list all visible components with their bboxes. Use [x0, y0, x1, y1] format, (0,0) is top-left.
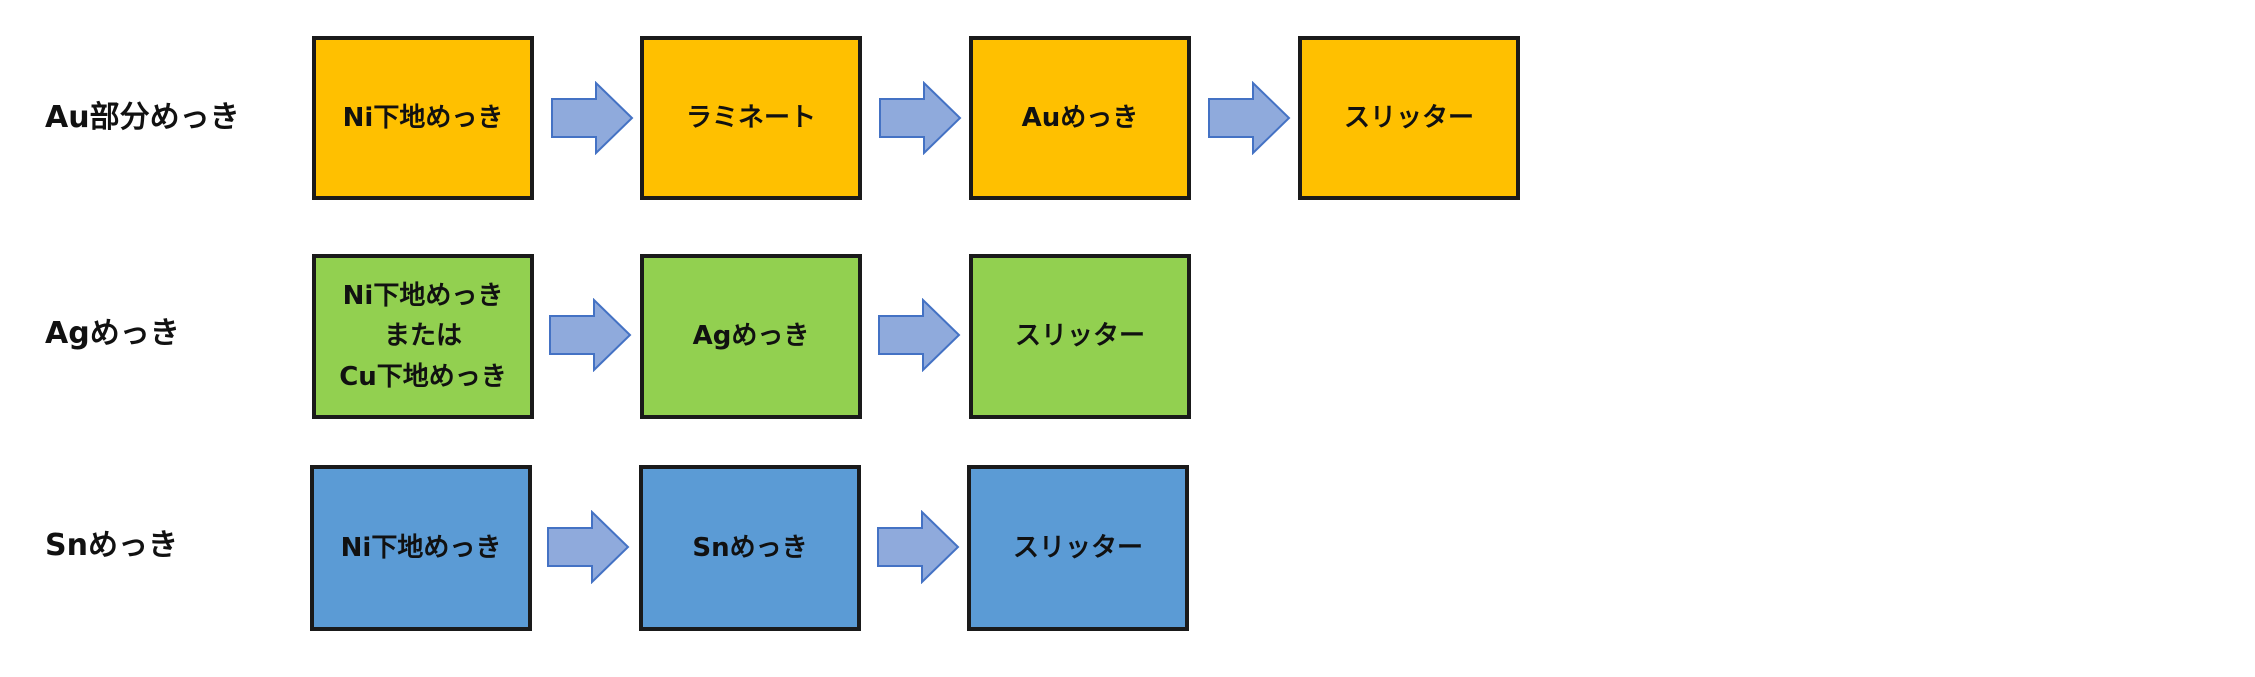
row-label-ag: Agめっき — [45, 316, 180, 351]
step-text: スリッター — [1014, 321, 1145, 352]
step-box: スリッター — [967, 465, 1189, 631]
step-box: スリッター — [969, 254, 1191, 419]
step-box: Ni下地めっき または Cu下地めっき — [312, 254, 534, 419]
step-box: Ni下地めっき — [310, 465, 532, 631]
step-text: Agめっき — [692, 321, 810, 352]
right-arrow-icon — [548, 298, 632, 372]
step-box: Agめっき — [640, 254, 862, 419]
step-text: Ni下地めっき — [340, 532, 502, 563]
right-arrow-icon — [550, 81, 634, 155]
right-arrow-icon — [1207, 81, 1291, 155]
step-box: Auめっき — [969, 36, 1191, 200]
step-text: または — [383, 321, 462, 352]
step-text: Ni下地めっき — [342, 281, 504, 312]
step-text: Auめっき — [1021, 102, 1139, 133]
step-text: Cu下地めっき — [339, 361, 507, 392]
step-box: スリッター — [1298, 36, 1520, 200]
row-label-sn: Snめっき — [45, 528, 178, 563]
right-arrow-icon — [876, 510, 960, 584]
right-arrow-icon — [878, 81, 962, 155]
step-box: Ni下地めっき — [312, 36, 534, 200]
right-arrow-icon — [546, 510, 630, 584]
step-text: スリッター — [1012, 532, 1143, 563]
step-box: Snめっき — [639, 465, 861, 631]
step-text: Snめっき — [692, 532, 808, 563]
step-text: ラミネート — [685, 102, 816, 133]
step-text: Ni下地めっき — [342, 102, 504, 133]
row-label-au: Au部分めっき — [45, 100, 240, 135]
step-box: ラミネート — [640, 36, 862, 200]
right-arrow-icon — [877, 298, 961, 372]
step-text: スリッター — [1343, 102, 1474, 133]
